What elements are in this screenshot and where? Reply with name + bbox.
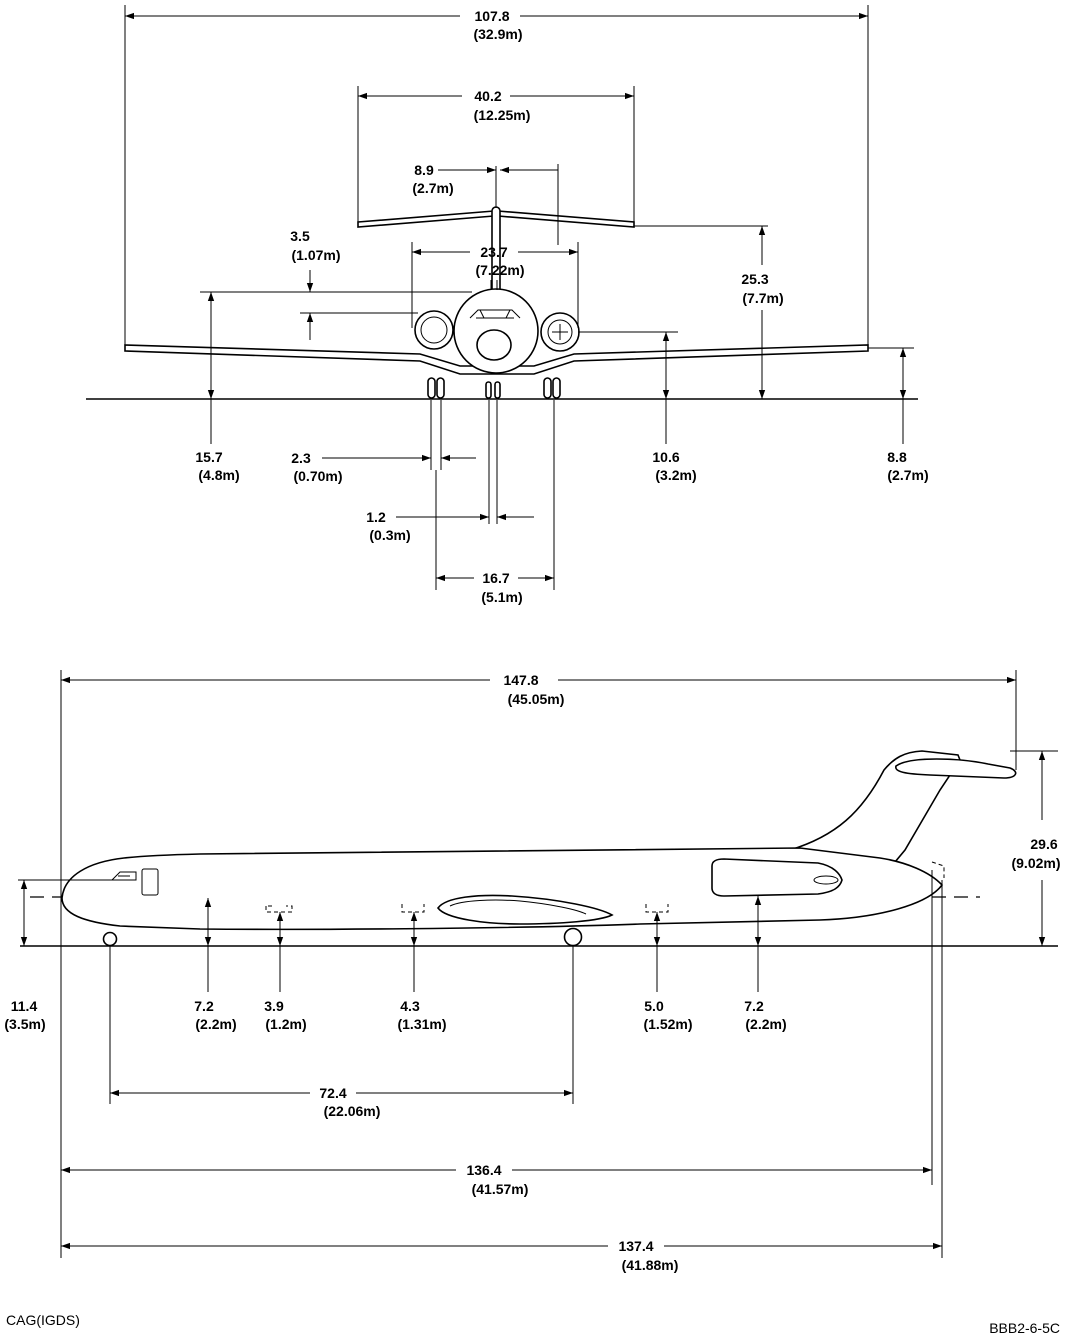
side-horizontal-stabilizer: [895, 758, 1017, 779]
mid-cargo-value: 4.3: [400, 998, 420, 1014]
dim-forward-cargo: 3.9 (1.2m): [264, 912, 307, 1032]
fwd-cargo-value: 3.9: [264, 998, 284, 1014]
fuselage-top-value: 15.7: [195, 449, 222, 465]
dim-nose-height: 11.4 (3.5m): [4, 879, 112, 1032]
gear-width-metric: (0.70m): [293, 468, 342, 484]
engine-spacing-value: 23.7: [480, 244, 507, 260]
dim-overall-height: 29.6 (9.02m): [1010, 750, 1061, 946]
forward-door: [141, 868, 159, 896]
cockpit-window: [110, 871, 137, 881]
dim-main-gear-width: 2.3 (0.70m): [291, 400, 476, 484]
dim-overall-length: 147.8 (45.05m): [60, 670, 1017, 1258]
cargo-door-marks: [265, 861, 945, 913]
fwd-cargo-metric: (1.2m): [265, 1016, 306, 1032]
dim-wheelbase: 72.4 (22.06m): [109, 946, 574, 1119]
dim-tail-height: 25.3 (7.7m): [634, 225, 784, 399]
dim-cabin-sill-forward: 7.2 (2.2m): [194, 898, 237, 1032]
dim-length-b: 137.4 (41.88m): [61, 880, 943, 1273]
vert-stab-metric: (2.7m): [412, 180, 453, 196]
engine-height-metric: (3.2m): [655, 467, 696, 483]
length-a-value: 136.4: [466, 1162, 501, 1178]
nose-wheel: [102, 931, 118, 947]
dim-engine-height: 10.6 (3.2m): [578, 331, 697, 483]
mid-cargo-metric: (1.31m): [397, 1016, 446, 1032]
dim-span: 107.8 (32.9m): [124, 5, 869, 345]
engine-height-value: 10.6: [652, 449, 679, 465]
wheelbase-value: 72.4: [319, 1085, 346, 1101]
overall-length-value: 147.8: [503, 672, 538, 688]
aft-cargo-metric: (1.52m): [643, 1016, 692, 1032]
dim-track: 16.7 (5.1m): [435, 400, 555, 605]
main-wheel: [563, 927, 583, 947]
overall-height-metric: (9.02m): [1011, 855, 1060, 871]
vert-stab-value: 8.9: [414, 162, 434, 178]
tail-height-metric: (7.7m): [742, 290, 783, 306]
wingtip-height-value: 8.8: [887, 449, 907, 465]
dim-vertical-stabilizer: 8.9 (2.7m): [412, 162, 559, 245]
track-metric: (5.1m): [481, 589, 522, 605]
wheelbase-metric: (22.06m): [324, 1103, 381, 1119]
nose-gear-width-value: 1.2: [366, 509, 386, 525]
cabin-sill-fwd-metric: (2.2m): [195, 1016, 236, 1032]
length-b-metric: (41.88m): [622, 1257, 679, 1273]
engine-spacing-metric: (7.22m): [475, 262, 524, 278]
nose-height-value: 11.4: [11, 998, 38, 1014]
dim-engine-spacing: 23.7 (7.22m): [411, 242, 579, 328]
tail-span-value: 40.2: [474, 88, 501, 104]
length-a-metric: (41.57m): [472, 1181, 529, 1197]
dim-nacelle-drop: 3.5 (1.07m): [200, 228, 472, 340]
length-b-value: 137.4: [618, 1238, 653, 1254]
span-value: 107.8: [474, 8, 509, 24]
overall-height-value: 29.6: [1030, 836, 1057, 852]
front-view: 107.8 (32.9m) 40.2 (12.25m) 8.9 (2.7m): [86, 5, 929, 605]
cabin-sill-aft-value: 7.2: [744, 998, 764, 1014]
side-wing: [437, 894, 614, 925]
tail-height-value: 25.3: [741, 271, 768, 287]
nose-height-metric: (3.5m): [4, 1016, 45, 1032]
span-metric: (32.9m): [473, 26, 522, 42]
wingtip-height-metric: (2.7m): [887, 467, 928, 483]
footer-right-code: BBB2-6-5C: [989, 1320, 1060, 1336]
tail-span-metric: (12.25m): [474, 107, 531, 123]
front-windshield: [469, 309, 521, 319]
aft-cargo-value: 5.0: [644, 998, 664, 1014]
cabin-sill-fwd-value: 7.2: [194, 998, 214, 1014]
side-view: 147.8 (45.05m) 29.6 (9.02m) 11.4 (3.5m) …: [4, 670, 1061, 1273]
front-landing-gear: [427, 377, 561, 399]
dim-nose-gear-width: 1.2 (0.3m): [366, 400, 534, 543]
side-engine-nacelle: [711, 858, 843, 897]
gear-width-value: 2.3: [291, 450, 311, 466]
dim-aft-cargo: 5.0 (1.52m): [643, 912, 693, 1032]
nose-gear-width-metric: (0.3m): [369, 527, 410, 543]
nacelle-drop-metric: (1.07m): [291, 247, 340, 263]
cabin-sill-aft-metric: (2.2m): [745, 1016, 786, 1032]
dim-length-a: 136.4 (41.57m): [61, 870, 933, 1197]
dim-wingtip-height: 8.8 (2.7m): [868, 347, 929, 483]
dim-cabin-sill-aft: 7.2 (2.2m): [744, 896, 787, 1032]
fuselage-top-metric: (4.8m): [198, 467, 239, 483]
front-nose-radome: [476, 329, 512, 361]
track-value: 16.7: [482, 570, 509, 586]
footer-left-code: CAG(IGDS): [6, 1312, 80, 1328]
front-wing: [124, 344, 869, 375]
dim-fuselage-top: 15.7 (4.8m): [195, 292, 240, 483]
dim-tail-span: 40.2 (12.25m): [357, 86, 635, 222]
overall-length-metric: (45.05m): [508, 691, 565, 707]
dim-mid-cargo: 4.3 (1.31m): [397, 912, 447, 1032]
side-vertical-tail: [789, 750, 961, 869]
nacelle-drop-value: 3.5: [290, 228, 310, 244]
